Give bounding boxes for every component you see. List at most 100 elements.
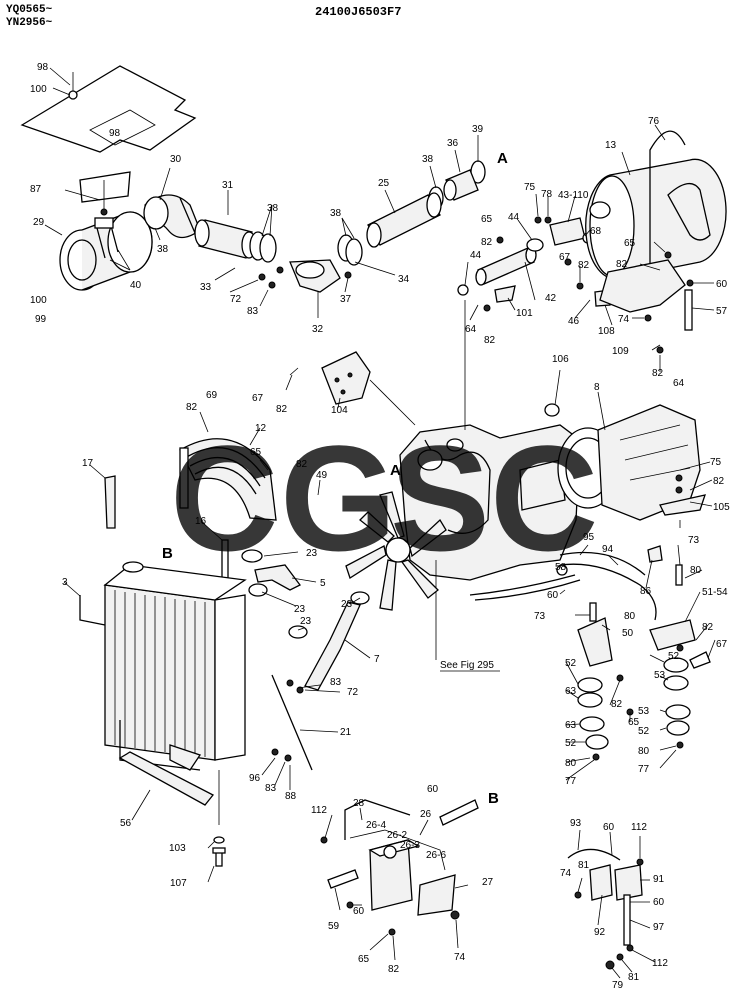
callout: 97 [653,922,665,933]
callout: 63 [565,686,577,697]
callout: 87 [30,184,42,195]
callout: 91 [653,874,665,885]
callout: 94 [602,544,614,555]
callout: 65 [250,447,262,458]
bottom-bar [118,751,215,806]
callout: 60 [353,906,365,917]
callout: 23 [294,604,306,615]
callout: 57 [716,306,728,317]
callout: 52 [638,726,650,737]
callout: 5 [320,578,326,589]
callouts: 98 100 98 87 29 40 100 99 30 38 31 38 33… [30,62,730,991]
callout: 73 [534,611,546,622]
callout: 67 [559,252,571,263]
callout: 80 [690,565,702,576]
callout: 82 [484,335,496,346]
callout: 26-2 [387,830,407,841]
callout: 108 [598,326,615,337]
point-a-engine: A [390,462,401,479]
callout: 77 [638,764,650,775]
callout: 36 [447,138,459,149]
watermark-letter-4: C [490,414,598,582]
callout: 60 [716,279,728,290]
callout: 13 [605,140,617,151]
heater-hoses [469,551,657,621]
callout: 106 [552,354,569,365]
callout: 98 [37,62,49,73]
callout: 82 [702,622,714,633]
callout: 103 [169,843,186,854]
callout: 7 [374,654,380,665]
callout: 44 [508,212,520,223]
radiator [79,561,247,825]
point-b-radiator: B [162,545,173,562]
callout: 23 [341,599,353,610]
callout: 76 [648,116,660,127]
point-a-upper: A [497,150,508,167]
callout: 39 [472,124,484,135]
engine-block [399,300,581,660]
callout: 95 [583,532,595,543]
callout: 78 [541,189,553,200]
point-b-tank: B [488,790,499,807]
callout: 53 [638,706,650,717]
callout: 105 [713,502,730,513]
callout: 32 [312,324,324,335]
callout: 37 [340,294,352,305]
callout: 80 [638,746,650,757]
callout: 88 [285,791,297,802]
callout: 42 [545,293,557,304]
callout: 83 [330,677,342,688]
callout: 51-54 [702,587,728,598]
callout: 34 [398,274,410,285]
callout: 58 [555,562,567,573]
callout: 79 [612,980,624,991]
callout: 65 [481,214,493,225]
callout: 52 [668,651,680,662]
muffler [585,130,727,354]
callout: 60 [653,897,665,908]
rear-bracket [647,474,706,563]
watermark-letter-1: C [170,414,278,582]
callout: 40 [130,280,142,291]
callout: 86 [640,586,652,597]
callout: 56 [120,818,132,829]
callout: 60 [603,822,615,833]
callout: 74 [560,868,572,879]
callout: 83 [247,306,259,317]
callout: 64 [465,324,477,335]
parts-drawing [20,65,727,979]
callout: 16 [195,516,207,527]
callout: 72 [347,687,359,698]
callout: 77 [565,776,577,787]
callout: 83 [265,783,277,794]
callout: 23 [300,616,312,627]
callout: 43-110 [558,190,589,201]
radiator-stay [271,674,313,771]
diagram-part-number: 24100J6503F7 [315,5,402,19]
callout: 38 [422,154,434,165]
callout: 82 [652,368,664,379]
callout: 98 [109,128,121,139]
callout: 104 [331,405,348,416]
callout: 82 [388,964,400,975]
callout: 26-3 [400,840,420,851]
callout: 82 [481,237,493,248]
callout: 74 [618,314,630,325]
callout: 101 [516,308,533,319]
callout: 31 [222,180,234,191]
callout: 82 [578,260,590,271]
support-rod [104,475,116,529]
radiator-hoses [241,549,370,691]
callout: 82 [296,459,308,470]
callout: 30 [170,154,182,165]
callout: 72 [230,294,242,305]
callout: 21 [340,727,352,738]
callout: 33 [200,282,212,293]
callout: 27 [482,877,494,888]
callout: 82 [611,699,623,710]
callout: 60 [427,784,439,795]
callout: 81 [578,860,590,871]
callout: 80 [565,758,577,769]
